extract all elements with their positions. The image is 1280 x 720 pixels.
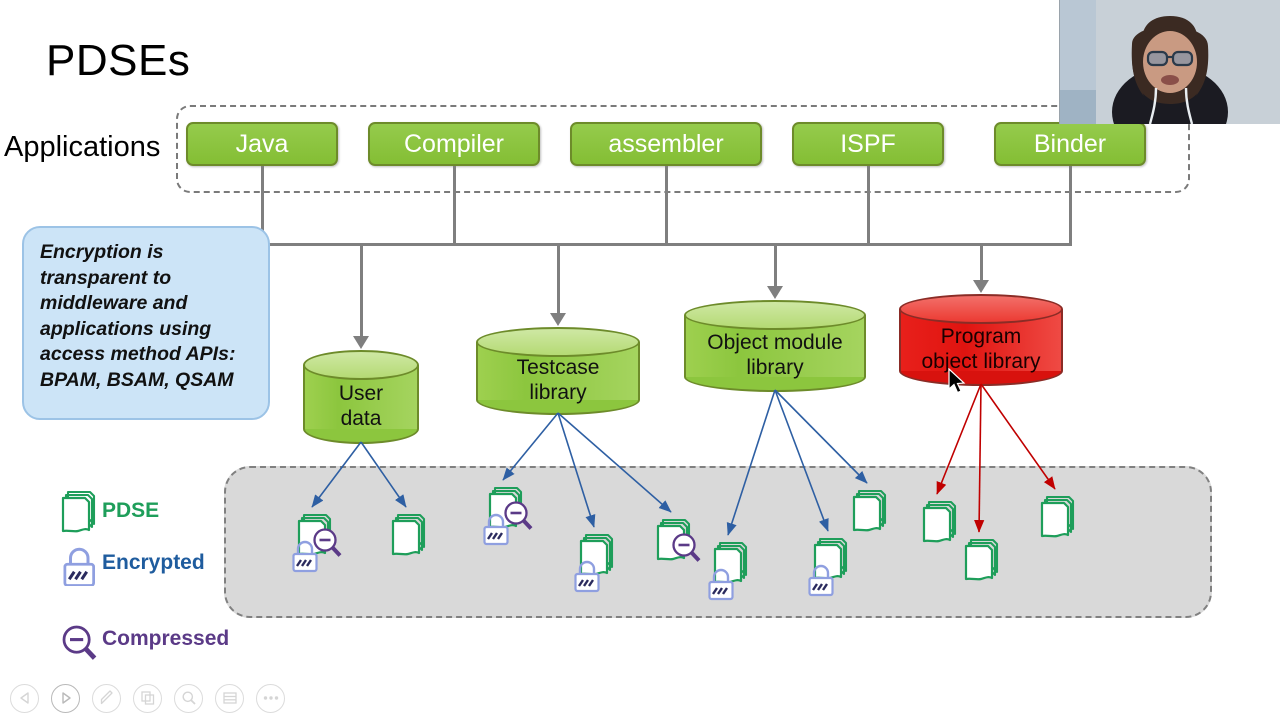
layout-button[interactable] [215, 683, 244, 713]
cylinder-top [303, 350, 419, 380]
cylinder-top [476, 327, 640, 357]
padlock-icon [63, 547, 96, 586]
applications-group-container [176, 105, 1190, 193]
app-box-ispf[interactable]: ISPF [792, 122, 944, 166]
bus-drop-4 [1069, 166, 1072, 246]
label-line-1: Object module [707, 331, 843, 354]
label-line-2: library [746, 356, 804, 379]
pdse-books-icon [61, 490, 96, 533]
cylinder-top [899, 294, 1063, 324]
previous-slide-button[interactable] [10, 683, 39, 713]
app-box-java[interactable]: Java [186, 122, 338, 166]
app-box-compiler[interactable]: Compiler [368, 122, 540, 166]
legend-label-compressed: Compressed [102, 627, 230, 650]
bus-to-testcase-library [557, 243, 560, 315]
arrowhead-to-object-module-library [767, 286, 783, 299]
label-line-2: data [340, 407, 382, 430]
magnifier-icon [181, 690, 197, 706]
bus-drop-1 [453, 166, 456, 246]
legend-item-pdse: PDSE [58, 488, 159, 534]
arrowhead-to-testcase-library [550, 313, 566, 326]
triangle-left-icon [18, 691, 32, 705]
webcam-overlay[interactable] [1059, 0, 1280, 124]
mouse-cursor [948, 368, 966, 394]
encryption-note: Encryption is transparent to middleware … [22, 226, 270, 420]
legend-item-encrypted: Encrypted [58, 540, 205, 586]
zoom-button[interactable] [174, 683, 203, 713]
applications-label: Applications [4, 131, 161, 163]
bus-horizontal [261, 243, 1072, 246]
more-options-button[interactable] [256, 683, 285, 713]
cylinder-top [684, 300, 866, 330]
arrowhead-to-user-data [353, 336, 369, 349]
label-line-2: object library [921, 350, 1041, 373]
legend-label-pdse: PDSE [102, 499, 160, 522]
layout-icon [222, 690, 238, 706]
ellipsis-icon [262, 694, 280, 702]
label-line-1: Testcase [516, 356, 600, 379]
pen-icon [99, 690, 115, 706]
label-line-2: library [529, 381, 587, 404]
legend-label-encrypted: Encrypted [102, 551, 205, 574]
bus-drop-3 [867, 166, 870, 246]
bus-drop-0 [261, 166, 264, 246]
triangle-right-icon [59, 691, 73, 705]
bus-drop-2 [665, 166, 668, 246]
pen-tool-button[interactable] [92, 683, 121, 713]
bus-to-user-data [360, 243, 363, 338]
copy-button[interactable] [133, 683, 162, 713]
label-line-1: Program [940, 325, 1022, 348]
bus-to-object-module-library [774, 243, 777, 288]
arrowhead-to-program-object-library [973, 280, 989, 293]
app-box-binder[interactable]: Binder [994, 122, 1146, 166]
app-box-assembler[interactable]: assembler [570, 122, 762, 166]
copy-icon [140, 690, 156, 706]
label-line-1: User [338, 382, 384, 405]
presentation-toolbar[interactable] [0, 676, 1280, 720]
magnifier-minus-icon [58, 616, 102, 662]
bus-to-program-object-library [980, 243, 983, 282]
legend-item-compressed: Compressed [58, 616, 229, 662]
datasets-container [224, 466, 1212, 618]
page-title: PDSEs [46, 36, 191, 85]
play-slide-button[interactable] [51, 683, 80, 713]
